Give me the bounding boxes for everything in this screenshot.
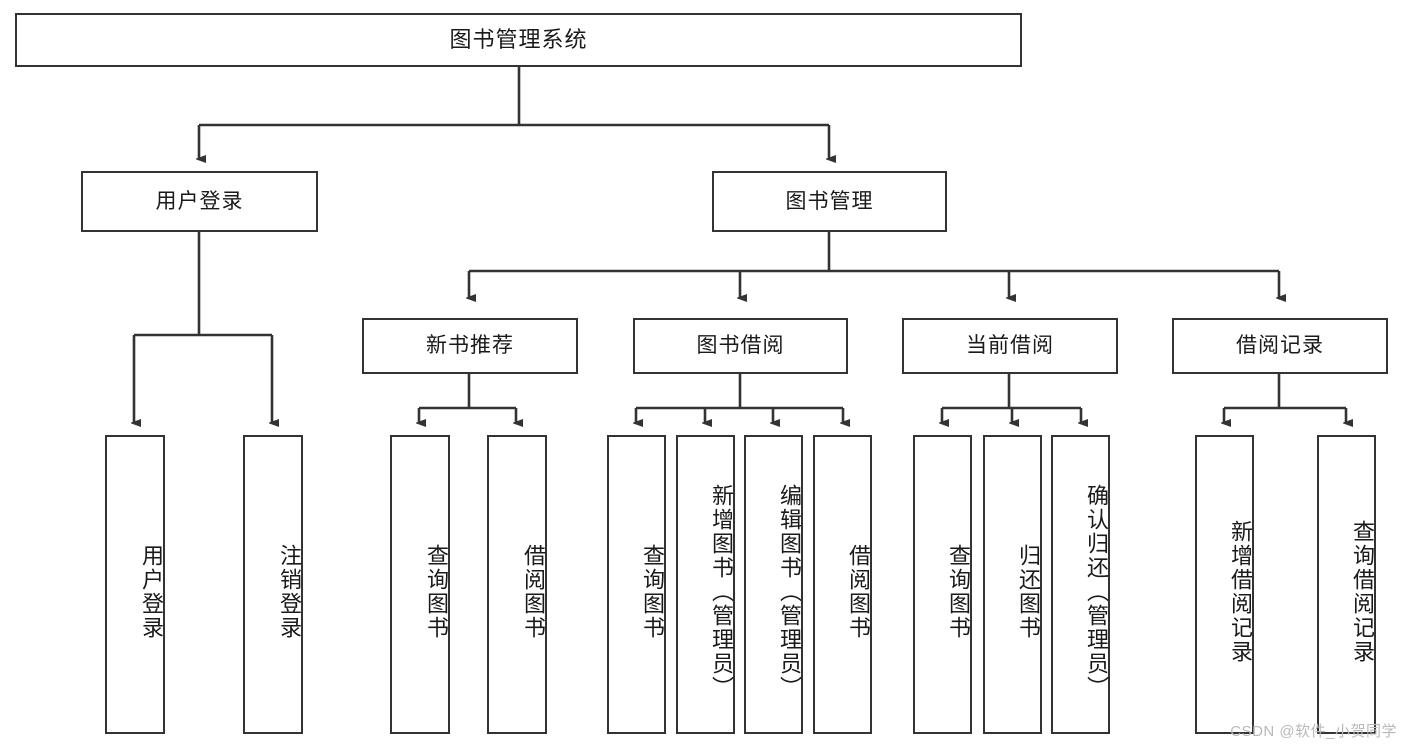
node-label: 编辑图书（管理员） — [777, 483, 802, 700]
node-label: 查询借阅记录 — [1350, 519, 1375, 664]
leaf-new-book-query-book[interactable]: 查询图书 — [390, 435, 450, 734]
node-label: 注销登录 — [277, 543, 302, 640]
leaf-current-borrow-confirm-return-admin[interactable]: 确认归还（管理员） — [1051, 435, 1110, 734]
node-book-management[interactable]: 图书管理 — [712, 171, 947, 232]
node-label: 查询图书 — [424, 543, 449, 640]
node-label: 借阅图书 — [521, 543, 546, 640]
node-label: 用户登录 — [155, 189, 244, 213]
node-label: 借阅图书 — [846, 543, 871, 640]
node-label: 新书推荐 — [426, 334, 514, 358]
node-label: 查询图书 — [640, 543, 665, 640]
node-current-borrow[interactable]: 当前借阅 — [902, 318, 1118, 374]
node-label: 用户登录 — [139, 543, 164, 640]
leaf-book-borrow-borrow-book[interactable]: 借阅图书 — [813, 435, 872, 734]
leaf-borrow-record-query-record[interactable]: 查询借阅记录 — [1317, 435, 1376, 734]
leaf-book-borrow-edit-book-admin[interactable]: 编辑图书（管理员） — [744, 435, 803, 734]
leaf-user-login-logout[interactable]: 注销登录 — [243, 435, 303, 734]
node-label: 新增图书（管理员） — [709, 483, 734, 700]
node-label: 查询图书 — [946, 543, 971, 640]
leaf-book-borrow-add-book-admin[interactable]: 新增图书（管理员） — [676, 435, 735, 734]
leaf-book-borrow-query-book[interactable]: 查询图书 — [607, 435, 666, 734]
node-borrow-record[interactable]: 借阅记录 — [1172, 318, 1388, 374]
leaf-borrow-record-add-record[interactable]: 新增借阅记录 — [1195, 435, 1254, 734]
node-root-book-management-system[interactable]: 图书管理系统 — [15, 13, 1022, 67]
node-label: 确认归还（管理员） — [1084, 483, 1109, 700]
leaf-current-borrow-return-book[interactable]: 归还图书 — [983, 435, 1042, 734]
node-label: 图书管理系统 — [449, 26, 588, 52]
node-label: 借阅记录 — [1236, 334, 1324, 358]
node-new-book-recommend[interactable]: 新书推荐 — [362, 318, 578, 374]
leaf-current-borrow-query-book[interactable]: 查询图书 — [913, 435, 972, 734]
node-label: 图书管理 — [785, 189, 874, 213]
node-book-borrow[interactable]: 图书借阅 — [633, 318, 848, 374]
node-label: 归还图书 — [1016, 543, 1041, 640]
node-user-login[interactable]: 用户登录 — [81, 171, 318, 232]
node-label: 新增借阅记录 — [1228, 519, 1253, 664]
node-label: 当前借阅 — [966, 334, 1054, 358]
csdn-watermark: CSDN @软件_小贺同学 — [1230, 723, 1397, 740]
leaf-user-login-login[interactable]: 用户登录 — [105, 435, 165, 734]
node-label: 图书借阅 — [696, 334, 785, 358]
leaf-new-book-borrow-book[interactable]: 借阅图书 — [487, 435, 547, 734]
